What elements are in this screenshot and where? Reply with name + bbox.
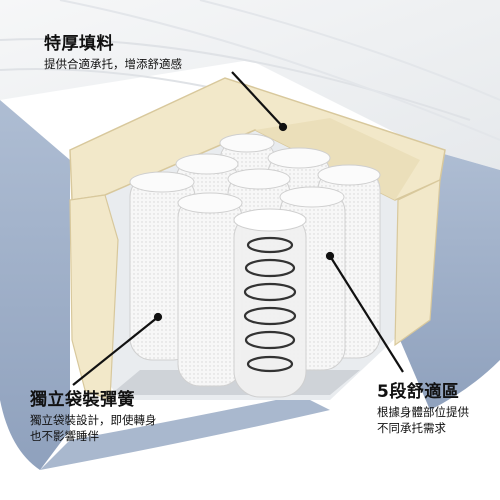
springs-callout: 獨立袋裝彈簧 獨立袋裝設計，即使轉身 也不影響睡伴 bbox=[30, 390, 157, 444]
filling-title: 特厚填料 bbox=[44, 34, 114, 54]
zones-pointer bbox=[329, 255, 404, 373]
zones-description-line1: 根據身體部位提供 bbox=[377, 405, 469, 419]
pocket-spring-array bbox=[129, 133, 381, 398]
filling-pointer bbox=[231, 71, 284, 128]
zones-title: 5段舒適區 bbox=[377, 382, 460, 402]
filling-description: 提供合適承托，增添舒適感 bbox=[44, 57, 182, 71]
spring-pocket bbox=[177, 192, 243, 387]
mattress-side bbox=[0, 100, 500, 470]
springs-title: 獨立袋裝彈簧 bbox=[30, 390, 135, 410]
springs-pointer bbox=[72, 316, 159, 386]
filling-callout: 特厚填料 提供合適承托，增添舒適感 bbox=[44, 34, 182, 72]
coil-spring-icon bbox=[243, 236, 297, 373]
zones-callout: 5段舒適區 根據身體部位提供 不同承托需求 bbox=[377, 382, 469, 436]
zones-description-line2: 不同承托需求 bbox=[377, 421, 446, 435]
pointer-lines bbox=[72, 71, 404, 386]
springs-description-line1: 獨立袋裝設計，即使轉身 bbox=[30, 413, 157, 427]
exposed-spring-pocket bbox=[233, 208, 307, 398]
springs-description-line2: 也不影響睡伴 bbox=[30, 429, 99, 443]
